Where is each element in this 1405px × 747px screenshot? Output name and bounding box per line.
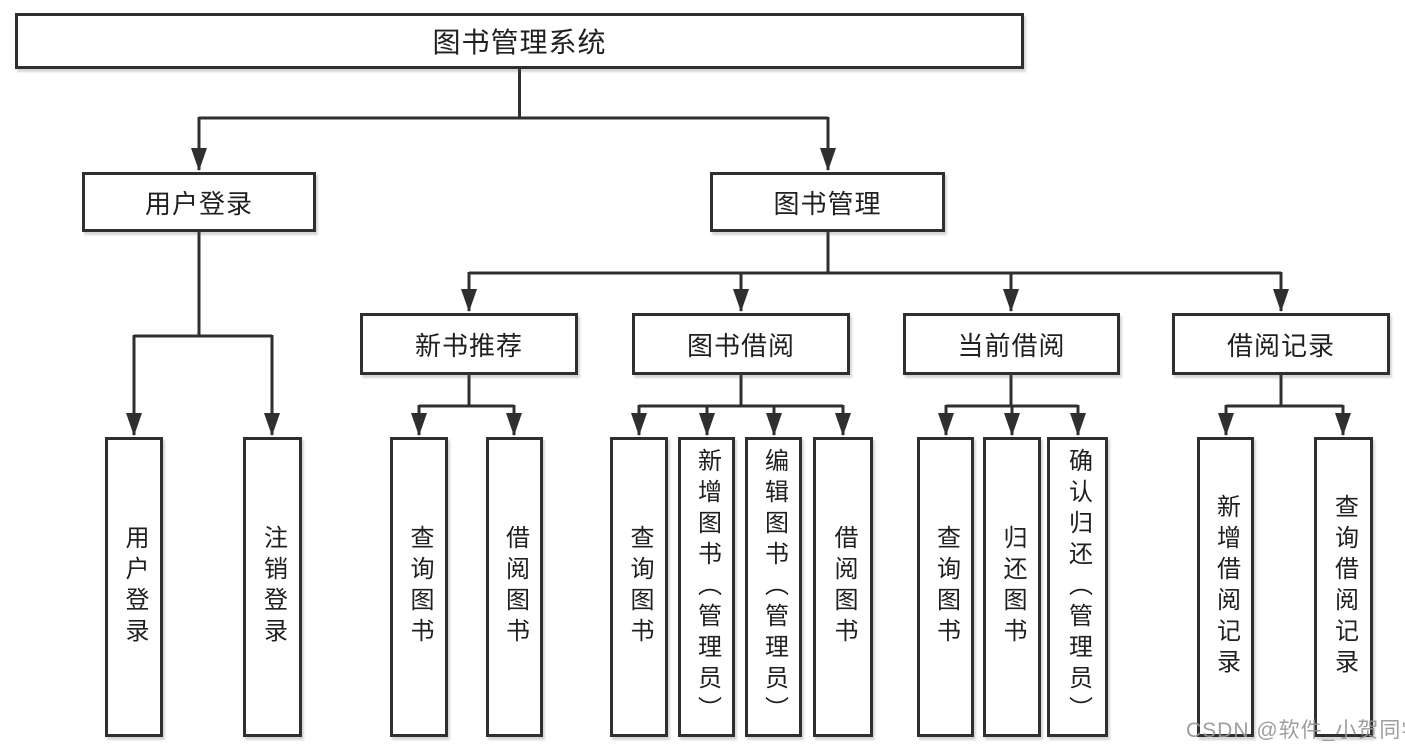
leaf-query-borrow-record: 查询借阅记录 bbox=[1314, 437, 1373, 737]
leaf-query-books-borrow: 查询图书 bbox=[610, 437, 668, 737]
node-new-book-recommend: 新书推荐 bbox=[360, 313, 578, 375]
edge-root-trunk bbox=[199, 69, 828, 120]
edge-borrow-records-trunk bbox=[1226, 375, 1343, 408]
edge-current-borrow-trunk bbox=[946, 375, 1078, 408]
node-user-login: 用户登录 bbox=[82, 172, 316, 232]
leaf-borrow-books-recommend: 借阅图书 bbox=[486, 437, 543, 737]
leaf-add-borrow-record: 新增借阅记录 bbox=[1197, 437, 1254, 737]
node-book-management: 图书管理 bbox=[710, 172, 945, 232]
leaf-edit-book-admin: 编辑图书（管理员） bbox=[745, 437, 802, 737]
node-root-library-system: 图书管理系统 bbox=[15, 13, 1024, 69]
node-borrow-records: 借阅记录 bbox=[1172, 313, 1390, 375]
node-current-borrow: 当前借阅 bbox=[903, 313, 1120, 375]
edge-book-borrow-trunk bbox=[639, 375, 843, 408]
edge-book-management-trunk bbox=[469, 232, 1281, 275]
leaf-user-login: 用户登录 bbox=[105, 437, 163, 737]
edge-user-login-trunk bbox=[134, 232, 272, 338]
leaf-logout: 注销登录 bbox=[243, 437, 302, 737]
leaf-query-books-recommend: 查询图书 bbox=[390, 437, 448, 737]
csdn-watermark: CSDN @软件_小贺同学 bbox=[1186, 719, 1405, 742]
leaf-query-books-current: 查询图书 bbox=[917, 437, 974, 737]
node-book-borrow: 图书借阅 bbox=[632, 313, 850, 375]
leaf-borrow-books: 借阅图书 bbox=[813, 437, 873, 737]
leaf-confirm-return-admin: 确认归还（管理员） bbox=[1047, 437, 1108, 737]
leaf-add-book-admin: 新增图书（管理员） bbox=[678, 437, 735, 737]
leaf-return-book: 归还图书 bbox=[983, 437, 1041, 737]
edge-new-book-recommend-trunk bbox=[419, 375, 514, 408]
